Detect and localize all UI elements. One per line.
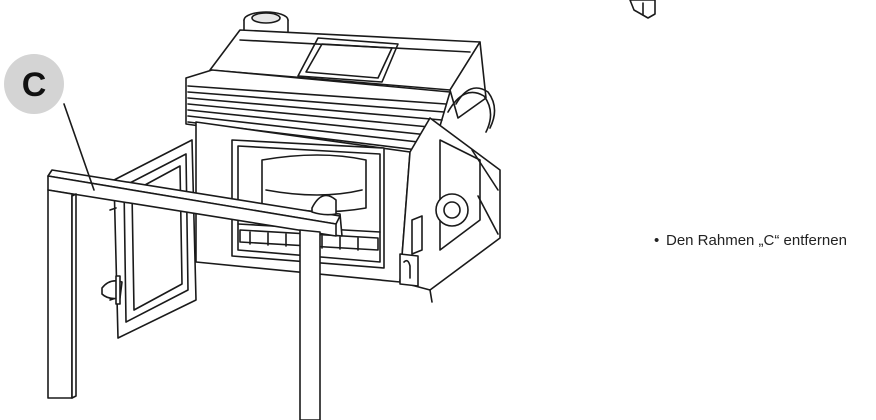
instruction-bullet: • <box>654 232 660 249</box>
instruction-step: • Den Rahmen „C“ entfernen <box>654 232 874 249</box>
side-mechanics <box>399 87 501 303</box>
frame-knob <box>311 194 337 216</box>
frame-c <box>47 169 341 420</box>
callout-leader-line <box>63 103 95 191</box>
top-fragment <box>629 0 656 19</box>
door-handle <box>101 275 123 305</box>
instruction-text: Den Rahmen „C“ entfernen <box>666 232 847 249</box>
open-door <box>109 139 197 339</box>
callout-c: C <box>4 54 64 114</box>
callout-c-label: C <box>22 66 47 104</box>
stove-top-housing <box>209 29 487 119</box>
